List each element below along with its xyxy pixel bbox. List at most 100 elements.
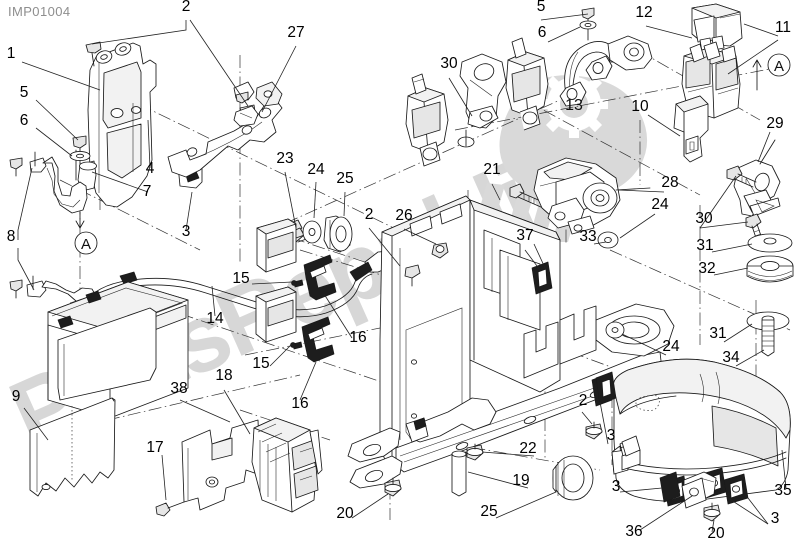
callout-number: 32: [698, 260, 715, 277]
callout-number: 16: [291, 395, 308, 412]
part-clip-16-lower: [301, 316, 335, 363]
section-marker-label: A: [774, 58, 784, 75]
part-airbox-arm: [619, 435, 641, 471]
callout-number: 31: [696, 237, 713, 254]
callout-number: 28: [661, 174, 678, 191]
part-clip-16-upper: [303, 254, 337, 301]
part-lug-27: [233, 105, 259, 127]
part-pin-15-lower: [290, 341, 303, 350]
part-clip-3-e: [659, 471, 681, 503]
callout-number: 3: [182, 223, 191, 240]
part-battery-cover-9: [29, 397, 116, 497]
part-coil-right: [505, 37, 549, 131]
callout-number: 25: [336, 170, 353, 187]
part-bracket-36: [681, 471, 717, 509]
callout-number: 24: [307, 161, 325, 178]
callout-number: 4: [146, 160, 155, 177]
part-clip-3-a: [595, 371, 617, 405]
callout-number: 11: [775, 19, 791, 36]
callout-number: 18: [215, 367, 232, 384]
callout-number: 6: [20, 112, 29, 129]
callout-number: 30: [695, 210, 713, 227]
part-abs-modulator-28: [533, 157, 651, 235]
callout-number: 2: [579, 392, 588, 409]
callout-number: 17: [146, 439, 163, 456]
callout-number: 36: [625, 523, 642, 540]
callout-number: 3: [612, 478, 621, 495]
part-relay-upper: [256, 218, 297, 273]
part-bracket-4-27: [167, 81, 283, 178]
part-washer-33: [597, 231, 619, 249]
callout-number: 5: [537, 0, 546, 15]
callout-number: 30: [440, 55, 458, 72]
part-washer-31-a: [747, 233, 793, 253]
callout-number: 24: [651, 196, 669, 213]
part-hose-13: [559, 35, 653, 107]
callout-number: 27: [287, 24, 304, 41]
callout-number: 15: [232, 270, 249, 287]
part-clip-2-a: [531, 261, 553, 295]
callout-number: 23: [276, 150, 293, 167]
part-airbox-35: [611, 358, 791, 502]
part-clip-3-d: [723, 473, 749, 505]
callout-number: 22: [519, 440, 536, 457]
callout-number: 12: [635, 4, 652, 21]
part-ecu-module: [251, 417, 323, 513]
part-damper-32: [746, 255, 794, 283]
part-washer-24-a: [302, 220, 322, 244]
section-marker-A-right: A: [752, 53, 791, 91]
part-battery-support-plate: [87, 42, 157, 208]
part-screw-17: [155, 501, 185, 517]
part-washer-6: [69, 150, 91, 162]
callout-number: 5: [20, 84, 29, 101]
leader-lines: [17, 13, 787, 533]
callout-number: 8: [7, 228, 16, 245]
callout-number: 10: [631, 98, 649, 115]
callout-number: 37: [516, 227, 533, 244]
part-bracket-10: [673, 95, 709, 163]
part-ignition-coil: [405, 73, 449, 167]
callout-number: 15: [252, 355, 269, 372]
callout-number: 24: [662, 338, 680, 355]
callout-number: 9: [12, 388, 21, 405]
gear-badge-label: 13: [565, 97, 583, 114]
part-bush-25-a: [323, 215, 353, 253]
part-pin-15-upper: [291, 279, 304, 288]
callout-number: 29: [766, 115, 783, 132]
part-bolt-30-a: [726, 165, 757, 188]
callout-number: 16: [349, 329, 366, 346]
callout-number: 2: [182, 0, 191, 15]
callout-number: 35: [774, 482, 791, 499]
callout-number: 31: [709, 325, 726, 342]
part-ground-cable-8-upper: [9, 151, 88, 214]
callout-number: 1: [7, 45, 16, 62]
callout-number: 33: [579, 228, 596, 245]
callout-number: 26: [395, 207, 412, 224]
part-tray-wall: [57, 307, 157, 401]
callout-number: 20: [707, 525, 725, 542]
part-bracket-29: [733, 139, 781, 217]
callout-number: 38: [170, 380, 187, 397]
callout-number: 20: [336, 505, 354, 522]
part-washer-24-c: [605, 321, 625, 339]
part-screw-2-top: [85, 41, 102, 67]
page-title: IMP01004: [8, 4, 70, 19]
part-screw-22: [466, 443, 484, 461]
callout-number: 7: [143, 183, 152, 200]
part-bolt-30-b: [745, 213, 764, 245]
callout-number: 34: [722, 349, 740, 366]
part-bracket-30-top: [457, 53, 507, 148]
callout-number: 3: [607, 427, 616, 444]
section-marker-label: A: [81, 236, 91, 253]
callout-number: 6: [538, 24, 547, 41]
callout-number: 2: [365, 206, 374, 223]
part-relay-lower: [255, 286, 297, 343]
callout-number: 19: [512, 472, 529, 489]
part-cover-38: [181, 419, 261, 511]
part-washer-6-top: [579, 20, 597, 30]
part-screw-2-lowmid: [585, 421, 603, 440]
part-screw-2-frame: [404, 264, 421, 287]
